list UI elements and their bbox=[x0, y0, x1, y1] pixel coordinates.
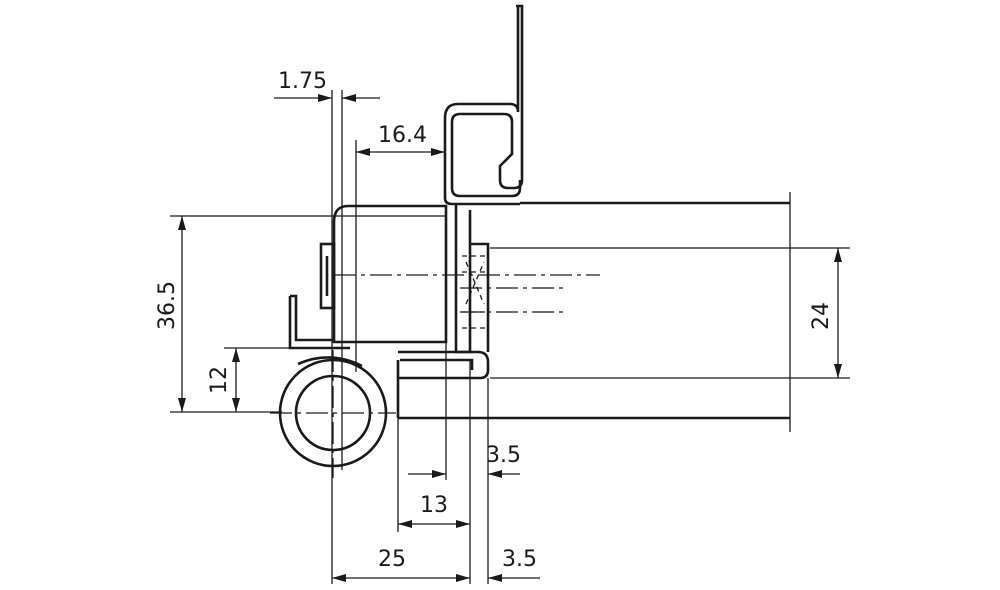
dimension-16-4: 16.4 bbox=[356, 123, 445, 156]
dimension-1-75: 1.75 bbox=[274, 69, 380, 102]
screw-hidden-lines bbox=[334, 247, 850, 379]
hinge-knuckle bbox=[270, 350, 396, 478]
door-leaf bbox=[396, 192, 791, 432]
dimension-label-24: 24 bbox=[809, 302, 834, 330]
dimension-3-5-upper: 3.5 bbox=[408, 216, 521, 584]
dimension-label-36-5: 36.5 bbox=[155, 281, 180, 330]
dimension-24: 24 bbox=[809, 248, 842, 378]
dimension-36-5: 36.5 bbox=[155, 215, 446, 413]
dimension-13: 13 bbox=[397, 418, 470, 532]
dimension-label-25: 25 bbox=[378, 547, 406, 572]
dimension-label-1-75: 1.75 bbox=[278, 69, 327, 94]
dimension-3-5-lower: 3.5 bbox=[488, 547, 540, 582]
frame-profile bbox=[443, 4, 524, 354]
hinge-body bbox=[319, 90, 448, 584]
dimension-label-16-4: 16.4 bbox=[378, 123, 427, 148]
dimension-12: 12 bbox=[207, 347, 290, 412]
dimension-label-3-5-lower: 3.5 bbox=[502, 547, 537, 572]
dimension-label-12: 12 bbox=[207, 366, 232, 394]
dimension-label-13: 13 bbox=[420, 493, 448, 518]
dimension-25: 25 bbox=[332, 547, 470, 582]
dimension-label-3-5-upper: 3.5 bbox=[486, 443, 521, 468]
